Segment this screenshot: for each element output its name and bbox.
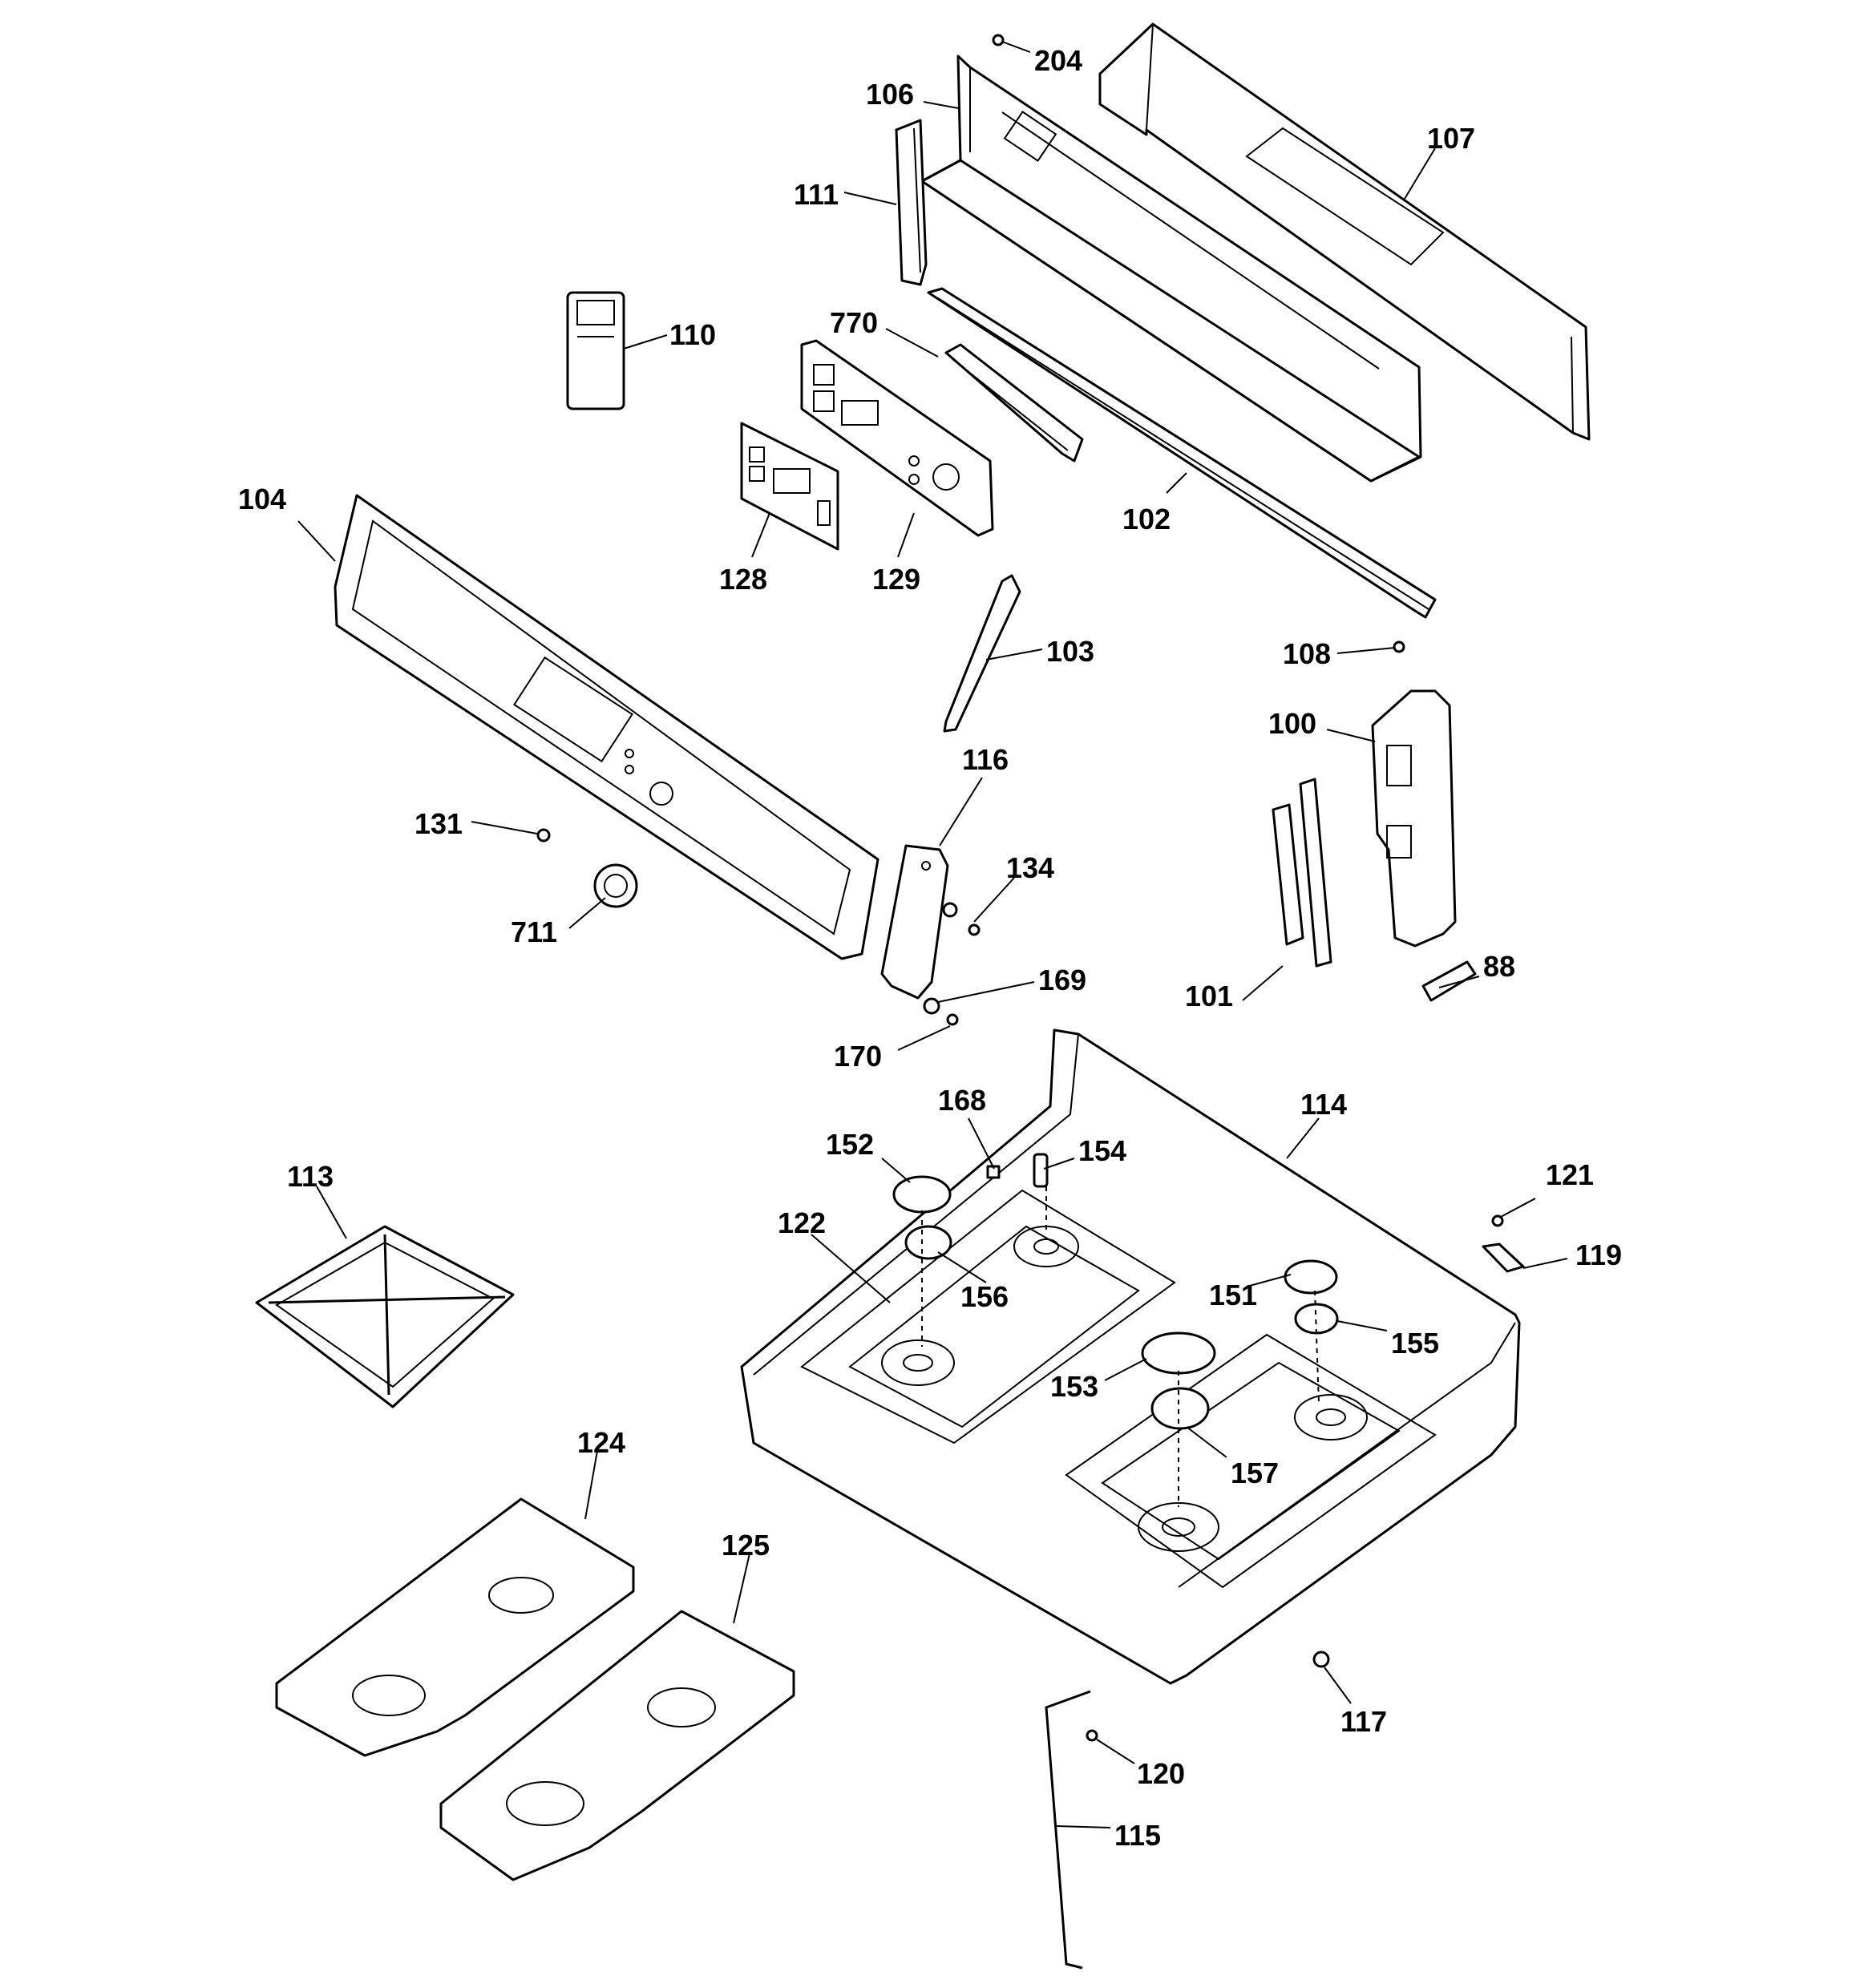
head-155 (1294, 1303, 1339, 1335)
callout-156: 156 (960, 1280, 1009, 1313)
callout-122: 122 (778, 1206, 826, 1239)
part-711-knob (593, 863, 638, 908)
head-157 (1150, 1387, 1210, 1430)
callout-124: 124 (577, 1426, 625, 1459)
callout-113: 113 (287, 1160, 334, 1193)
screw-108 (1393, 640, 1405, 653)
callout-154: 154 (1078, 1134, 1126, 1167)
callout-119: 119 (1575, 1238, 1622, 1271)
part-103-strap (943, 574, 1021, 733)
callout-155: 155 (1391, 1327, 1439, 1360)
screw-134 (968, 923, 981, 936)
washer-169 (923, 997, 940, 1015)
part-101-brackets (1272, 778, 1332, 968)
part-770-bracket (944, 343, 1084, 463)
callout-131: 131 (414, 807, 463, 840)
screw-121 (1491, 1214, 1504, 1227)
callout-121: 121 (1546, 1158, 1594, 1191)
head-156 (904, 1225, 952, 1260)
callout-114: 114 (1300, 1088, 1347, 1121)
callout-120: 120 (1137, 1757, 1185, 1790)
callout-152: 152 (826, 1128, 874, 1161)
callout-770: 770 (830, 306, 878, 339)
screw-204 (992, 34, 1005, 46)
washer-134 (942, 902, 958, 918)
callout-116: 116 (962, 743, 1009, 776)
callout-110: 110 (669, 318, 716, 351)
part-125-drip-pan (439, 1610, 795, 1881)
part-114-cooktop (740, 1028, 1521, 1685)
callout-88: 88 (1483, 950, 1515, 983)
assembly-lines (921, 1186, 1320, 1507)
callout-labels: 204 106 107 111 110 770 102 104 128 129 … (238, 44, 1622, 1852)
part-115-rod (1045, 1690, 1091, 1970)
part-128-overlay (740, 422, 839, 551)
knob-131 (536, 828, 551, 842)
cap-152 (892, 1175, 952, 1214)
screw-170 (946, 1013, 959, 1026)
part-129-control-board (800, 339, 994, 537)
nut-117 (1312, 1651, 1330, 1668)
bracket-119 (1482, 1242, 1525, 1273)
fasteners (536, 34, 1504, 1742)
callout-153: 153 (1050, 1370, 1098, 1403)
part-102-rail (927, 287, 1437, 619)
callout-101: 101 (1185, 980, 1233, 1012)
callout-111: 111 (794, 178, 839, 211)
callout-711: 711 (511, 915, 557, 948)
callout-151: 151 (1209, 1279, 1257, 1311)
callout-107: 107 (1427, 122, 1475, 155)
part-104-control-panel (334, 494, 879, 960)
part-116-end-cap (880, 844, 949, 1000)
part-124-drip-pan (275, 1497, 635, 1757)
burner-parts (892, 1153, 1525, 1430)
part-107-rear-cover (1098, 22, 1591, 441)
callout-128: 128 (719, 563, 767, 596)
callout-100: 100 (1268, 707, 1316, 740)
callout-115: 115 (1114, 1819, 1161, 1852)
callout-103: 103 (1046, 635, 1094, 668)
callout-102: 102 (1122, 503, 1171, 535)
orifice-154 (1033, 1153, 1049, 1188)
callout-168: 168 (938, 1084, 986, 1117)
part-106-backguard (920, 55, 1422, 483)
part-111-bracket (895, 119, 928, 286)
screw-120 (1086, 1729, 1098, 1742)
callout-169: 169 (1038, 964, 1086, 996)
callout-204: 204 (1034, 44, 1082, 77)
part-113-grate (255, 1225, 515, 1408)
callout-129: 129 (872, 563, 920, 596)
cap-153 (1141, 1331, 1216, 1375)
callout-157: 157 (1231, 1457, 1279, 1489)
callout-104: 104 (238, 483, 286, 515)
callout-125: 125 (722, 1529, 770, 1562)
callout-108: 108 (1283, 637, 1331, 670)
callout-106: 106 (866, 78, 914, 111)
part-110-module (566, 291, 625, 410)
part-100-side-trim (1371, 689, 1457, 948)
part-88-strip (1421, 960, 1477, 1002)
callout-134: 134 (1006, 851, 1054, 884)
leader-lines (297, 41, 1568, 1828)
callout-117: 117 (1340, 1705, 1387, 1738)
cap-151 (1284, 1259, 1338, 1295)
callout-170: 170 (834, 1040, 882, 1073)
